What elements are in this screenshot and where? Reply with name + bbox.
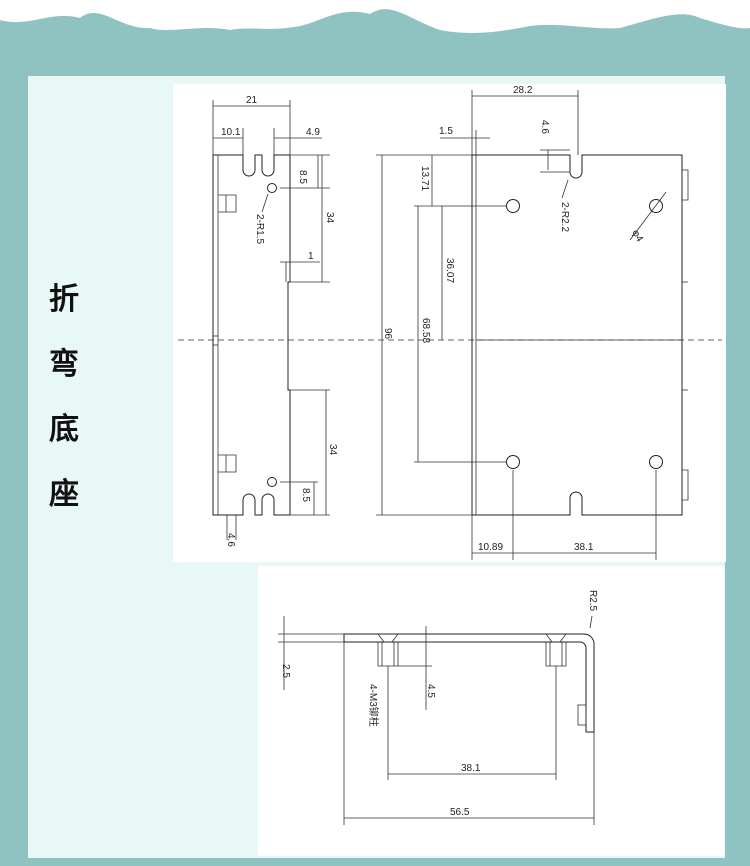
dim-right-bottom-span: 38.1 (574, 542, 594, 553)
title-char-3: 底 (49, 412, 79, 447)
dim-right-height: 96 (382, 328, 393, 340)
label-side-post: 4-M3铆柱 (367, 684, 380, 727)
wave-header-decoration (0, 0, 750, 80)
dim-left-lower-span: 34 (327, 444, 338, 456)
dim-right-bottom-left: 10.89 (478, 542, 503, 553)
paper-top-sheet (173, 84, 726, 562)
dim-left-top-b: 4.9 (306, 127, 320, 138)
dim-right-span: 68.58 (420, 318, 431, 343)
label-right-slot: 2-R2.2 (559, 202, 570, 232)
dim-side-total: 56.5 (450, 807, 470, 818)
vertical-title: 折 弯 底 座 (44, 285, 84, 545)
paper-bottom-sheet (258, 566, 724, 856)
dim-left-slot-depth-bottom: 8.5 (300, 488, 311, 502)
right-front-view: 28.2 1.5 4.6 2-R2.2 φ4 96 13.71 36.07 68… (376, 85, 689, 560)
label-left-hole: 2-R1.5 (254, 214, 265, 244)
dim-left-bottom-width: 4.6 (225, 533, 236, 547)
bottom-side-view: R2.5 2.5 4.5 4-M3铆柱 38.1 56.5 (278, 590, 598, 825)
label-side-radius: R2.5 (587, 590, 598, 612)
dim-right-top-width: 28.2 (513, 85, 533, 96)
dim-right-hole-offset: 13.71 (419, 166, 430, 191)
dim-side-post-span: 38.1 (461, 763, 481, 774)
dim-left-top-a: 10.1 (221, 127, 241, 138)
title-char-2: 弯 (49, 347, 79, 382)
dim-right-slot-width: 4.6 (539, 120, 550, 134)
dim-side-thickness: 2.5 (280, 664, 291, 678)
dim-left-upper-span: 34 (324, 212, 335, 224)
dim-left-top-width: 21 (246, 95, 258, 106)
dim-left-slot-depth-top: 8.5 (297, 170, 308, 184)
dim-right-mid: 36.07 (444, 258, 455, 283)
dim-left-step: 1 (308, 251, 314, 262)
dim-right-edge: 1.5 (439, 126, 453, 137)
left-side-view: 21 10.1 4.9 8.5 34 2-R1.5 1 34 8.5 4.6 (212, 95, 338, 547)
label-right-hole-dia: φ4 (629, 228, 645, 244)
dim-side-post-height: 4.5 (425, 684, 436, 698)
title-char-4: 座 (49, 477, 79, 512)
title-char-1: 折 (49, 282, 79, 317)
